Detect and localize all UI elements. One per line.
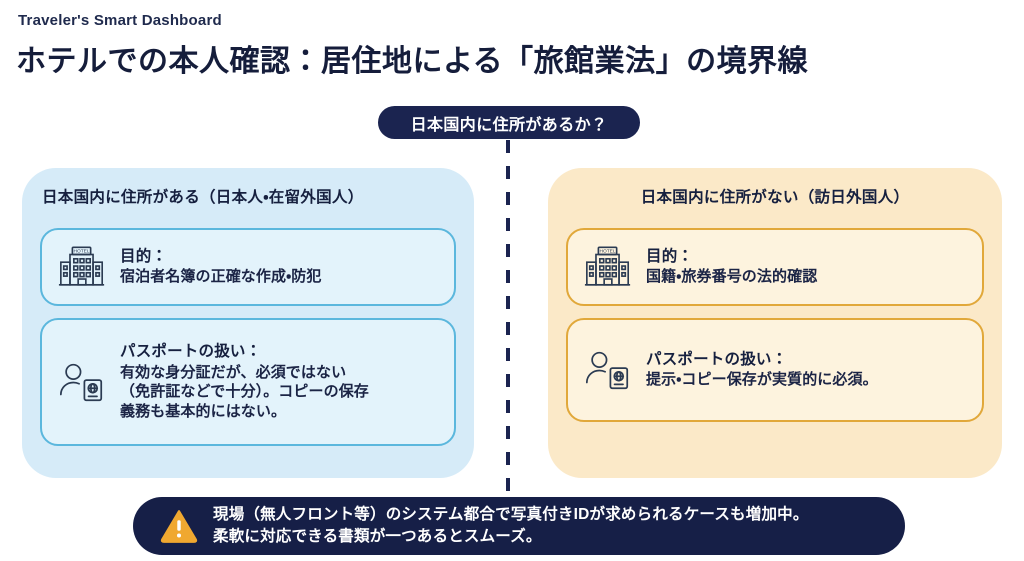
hotel-icon: HOTEL [582,241,634,293]
card-body-line: 国籍・旅券番号の法的確認 [646,268,818,286]
card-body: 宿泊者名簿の正確な作成・防犯 [120,267,440,287]
svg-text:HOTEL: HOTEL [74,249,90,255]
card-body-line: 有効な身分証だが、必須ではない [120,363,347,381]
passport-person-icon [582,344,634,396]
branch-panel-resident: 日本国内に住所がある（日本人・在留外国人） HOTEL [22,168,474,478]
notice-banner: 現場（無人フロント等）のシステム都合で写真付きIDが求められるケースも増加中。 … [133,497,905,555]
card-text-block: 目的： 国籍・旅券番号の法的確認 [646,247,968,287]
card-label: 目的： [120,247,168,265]
card-text-block: 目的： 宿泊者名簿の正確な作成・防犯 [120,247,440,287]
card-body-line: （免許証などで十分）。コピーの保存 [120,383,369,401]
card-label: パスポートの扱い： [646,350,788,368]
branch-title-non-resident: 日本国内に住所がない（訪日外国人） [640,189,910,206]
card-body-line: 提示・コピー保存が実質的に必須。 [646,371,878,389]
branch-divider-line [506,140,510,500]
card-purpose-non-resident: HOTEL 目的： [566,228,984,306]
branch-panel-non-resident: 日本国内に住所がない（訪日外国人） HOTEL [548,168,1002,478]
card-passport-non-resident: パスポートの扱い： 提示・コピー保存が実質的に必須。 [566,318,984,422]
svg-text:HOTEL: HOTEL [600,249,616,255]
card-purpose-resident: HOTEL 目的： [40,228,456,306]
passport-person-icon [56,356,108,408]
page-title: ホテルでの本人確認：居住地による「旅館業法」の境界線 [16,45,809,78]
card-body: 有効な身分証だが、必須ではない （免許証などで十分）。コピーの保存 義務も基本的… [120,363,440,422]
card-text-block: パスポートの扱い： 提示・コピー保存が実質的に必須。 [646,350,968,390]
notice-text: 現場（無人フロント等）のシステム都合で写真付きIDが求められるケースも増加中。 … [213,504,809,548]
warning-triangle-icon [159,506,199,546]
card-text-block: パスポートの扱い： 有効な身分証だが、必須ではない （免許証などで十分）。コピー… [120,342,440,422]
decision-question-label: 日本国内に住所があるか？ [410,116,608,134]
branch-title-resident: 日本国内に住所がある（日本人・在留外国人） [42,189,364,206]
card-label: パスポートの扱い： [120,343,262,361]
notice-line: 現場（無人フロント等）のシステム都合で写真付きIDが求められるケースも増加中。 [213,506,809,523]
hotel-icon: HOTEL [56,241,108,293]
card-body: 提示・コピー保存が実質的に必須。 [646,370,968,390]
notice-line: 柔軟に対応できる書類が一つあるとスムーズ。 [213,528,542,545]
card-body-line: 義務も基本的にはない。 [120,403,287,421]
card-body: 国籍・旅券番号の法的確認 [646,267,968,287]
decision-question-badge: 日本国内に住所があるか？ [378,106,640,139]
card-passport-resident: パスポートの扱い： 有効な身分証だが、必須ではない （免許証などで十分）。コピー… [40,318,456,446]
card-label: 目的： [646,247,694,265]
dashboard-eyebrow: Traveler's Smart Dashboard [18,12,222,29]
card-body-line: 宿泊者名簿の正確な作成・防犯 [120,268,322,286]
